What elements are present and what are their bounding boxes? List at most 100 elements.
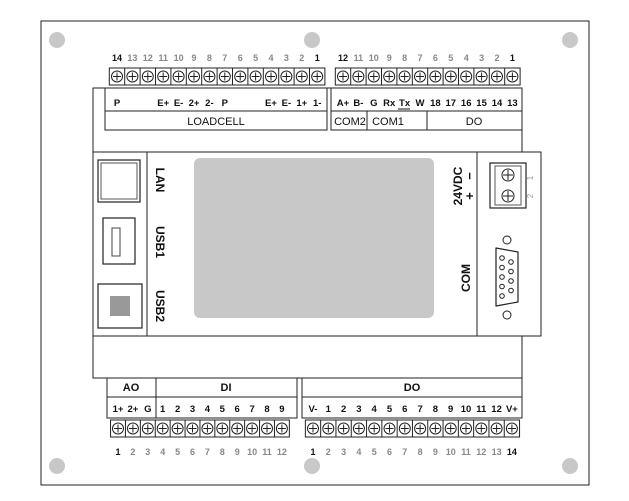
power-terminal-inner <box>494 165 522 206</box>
db9-pin <box>508 268 514 275</box>
bottom-left-pin-number: 2 <box>130 447 135 457</box>
bottom-left-signal-label: 7 <box>249 404 254 415</box>
mounting-hole-top-middle <box>304 32 320 48</box>
bottom-right-terminal-screw-cross <box>309 424 317 433</box>
bottom-right-signal-label: 5 <box>387 404 393 415</box>
db9-pin <box>499 283 505 290</box>
top-left-pin-number: 8 <box>207 53 212 63</box>
top-right-signal-label: 17 <box>446 98 457 109</box>
top-left-pin-number: 13 <box>127 53 137 63</box>
usb1-label: USB1 <box>153 226 167 258</box>
db9-pin <box>508 259 514 265</box>
bottom-left-pin-number: 8 <box>220 447 225 457</box>
top-left-pin-number: 12 <box>143 53 153 63</box>
top-left-pin-number: 4 <box>268 53 273 63</box>
bottom-left-terminal-screw-cross <box>173 424 182 433</box>
com-mount-screw-top <box>502 235 512 245</box>
top-left-pin-number: 9 <box>191 53 196 63</box>
top-left-pin-number: 14 <box>112 53 122 63</box>
bottom-right-signal-label: V+ <box>506 404 518 415</box>
mounting-hole-bottom-middle <box>304 458 320 474</box>
top-right-terminal-screw-cross <box>369 72 378 81</box>
do-bottom-group-label: DO <box>404 382 421 394</box>
top-right-pin-number: 5 <box>448 53 453 63</box>
top-right-pin-number: 4 <box>464 53 469 63</box>
top-left-pin-number: 10 <box>174 53 184 63</box>
bottom-right-terminal-screw-cross <box>431 424 440 433</box>
bottom-right-terminal-screw-cross <box>446 424 455 433</box>
top-left-pin-number: 11 <box>158 53 168 63</box>
bottom-right-terminal-screw-cross <box>370 424 379 433</box>
db9-pin <box>508 278 514 284</box>
top-right-pin-number: 12 <box>338 53 348 63</box>
bottom-left-terminal-screw-cross <box>128 424 137 433</box>
db9-pin <box>499 264 505 271</box>
bottom-left-signal-label: 2 <box>175 404 180 415</box>
top-right-pin-number: 8 <box>402 53 407 63</box>
bottom-right-signal-label: 2 <box>341 404 346 415</box>
power-label: 24VDC <box>451 166 465 205</box>
mounting-hole-bottom-right <box>562 458 578 474</box>
power-side-pin-1: 1 <box>526 175 535 180</box>
top-right-signal-label: Rx <box>383 98 396 109</box>
lan-label: LAN <box>153 168 167 193</box>
bottom-left-pin-number: 7 <box>205 447 210 457</box>
bottom-left-signal-label: 5 <box>220 404 226 415</box>
bottom-right-terminal-screw-cross <box>339 424 348 433</box>
bottom-left-signal-label: 4 <box>205 404 211 415</box>
di-group-label: DI <box>221 382 232 394</box>
bottom-right-pin-number: 2 <box>326 447 331 457</box>
bottom-right-terminal-screw-cross <box>385 424 394 433</box>
com2-group-label: COM2 <box>334 116 366 128</box>
lan-port[interactable] <box>97 159 141 203</box>
com-mount-screw-bottom <box>502 310 512 320</box>
top-left-terminal-screw-cross <box>313 72 322 81</box>
top-left-signal-label: 2+ <box>189 98 200 109</box>
right-port-panel <box>476 151 542 337</box>
usb2-label: USB2 <box>153 290 167 322</box>
top-left-signal-label: 2- <box>205 98 213 109</box>
top-left-pin-number: 6 <box>238 53 243 63</box>
top-right-pin-number: 6 <box>433 53 438 63</box>
db9-pin <box>508 287 514 294</box>
bottom-left-signal-label: 6 <box>235 404 240 415</box>
bottom-left-pin-number: 1 <box>115 447 120 457</box>
top-right-signal-label: 18 <box>430 98 441 109</box>
power-side-pin-2: 2 <box>526 193 535 198</box>
top-right-pin-number: 1 <box>510 53 515 63</box>
top-left-signal-label: E- <box>282 98 292 109</box>
top-right-signal-label: 15 <box>476 98 487 109</box>
bottom-left-pin-number: 6 <box>190 447 195 457</box>
bottom-right-terminal-screw-cross <box>507 424 516 433</box>
top-right-terminal-screw-cross <box>508 72 517 81</box>
bottom-right-terminal-screw-cross <box>462 424 470 433</box>
top-left-terminal-screw-cross <box>143 72 152 81</box>
power-minus-sign: − <box>462 172 477 180</box>
bottom-right-pin-number: 13 <box>492 447 502 457</box>
bottom-left-terminal-screw-cross <box>233 424 242 433</box>
power-screw-1-cross <box>503 170 513 180</box>
bottom-right-label-box <box>301 377 523 419</box>
top-left-signal-label: E- <box>174 98 184 109</box>
top-left-terminal-screw-cross <box>205 72 214 81</box>
top-right-signal-label: A+ <box>337 98 350 109</box>
bottom-left-pin-number: 12 <box>277 447 287 457</box>
lan-port-inner <box>100 162 138 200</box>
bottom-right-pin-number: 8 <box>418 447 423 457</box>
bottom-right-signal-label: 8 <box>433 404 438 415</box>
bottom-right-signal-label: 11 <box>476 404 487 415</box>
com-label: COM <box>459 264 473 292</box>
top-right-terminal-screw-cross <box>446 72 455 81</box>
ao-group-label: AO <box>123 382 140 394</box>
com1-group-label: COM1 <box>372 116 404 128</box>
bottom-left-terminal-screw-cross <box>263 424 271 433</box>
bottom-right-signal-label: 7 <box>417 404 422 415</box>
top-right-signal-label: G <box>370 98 377 109</box>
mounting-hole-top-left <box>49 32 65 48</box>
top-left-signal-label: 1- <box>313 98 321 109</box>
do-top-group-label: DO <box>466 116 483 128</box>
bottom-right-pin-number: 7 <box>402 447 407 457</box>
top-right-terminal-screw-cross <box>477 72 486 81</box>
top-left-terminal-screw-cross <box>236 72 245 81</box>
top-left-signal-label: E+ <box>265 98 277 109</box>
